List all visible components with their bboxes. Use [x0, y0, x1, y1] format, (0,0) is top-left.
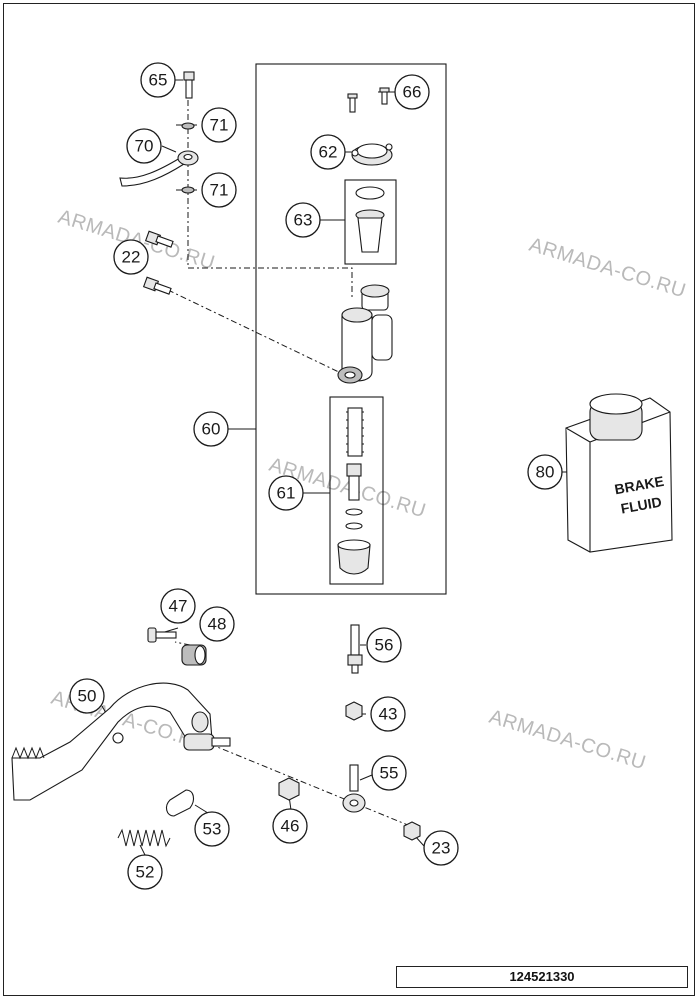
- callout-71-upper: 71: [201, 107, 237, 143]
- callouts: 65 66 71 70 71 62 63 22 60 61 80 47 48 5…: [69, 62, 563, 890]
- svg-text:52: 52: [136, 863, 155, 882]
- bushing-48: [181, 644, 207, 666]
- svg-text:50: 50: [78, 687, 97, 706]
- hose-70: [119, 150, 199, 187]
- watermark-5: ARMADA-CO.RU: [487, 706, 649, 775]
- callout-63: 63: [285, 202, 321, 238]
- callout-56: 56: [366, 627, 402, 663]
- screw-56: [347, 624, 363, 674]
- callout-55: 55: [371, 755, 407, 791]
- svg-text:55: 55: [380, 764, 399, 783]
- screws-66: [347, 87, 390, 113]
- svg-text:65: 65: [149, 71, 168, 90]
- callout-66: 66: [394, 74, 430, 110]
- part-63-box: [344, 179, 397, 265]
- callout-48: 48: [199, 606, 235, 642]
- callout-46: 46: [272, 808, 308, 844]
- svg-text:23: 23: [432, 839, 451, 858]
- banjo-fitting-55: [342, 764, 366, 813]
- callout-22: 22: [113, 239, 149, 275]
- svg-text:66: 66: [403, 83, 422, 102]
- svg-text:47: 47: [169, 597, 188, 616]
- brake-pedal-50: [11, 682, 213, 801]
- svg-text:80: 80: [536, 463, 555, 482]
- part-61-box: [329, 396, 384, 585]
- svg-text:22: 22: [122, 248, 141, 267]
- nut-46: [278, 777, 300, 801]
- master-cylinder-body: [337, 284, 393, 384]
- diagram-frame: [3, 3, 695, 996]
- callout-65: 65: [140, 62, 176, 98]
- svg-text:48: 48: [208, 615, 227, 634]
- svg-text:46: 46: [281, 817, 300, 836]
- spring-52: [117, 828, 171, 848]
- callout-62: 62: [310, 134, 346, 170]
- watermark-2: ARMADA-CO.RU: [527, 234, 689, 303]
- assembly-60-frame: [255, 63, 447, 595]
- piston-kit-61: [337, 407, 371, 575]
- diaphragm-63: [355, 186, 385, 253]
- svg-text:43: 43: [379, 705, 398, 724]
- callout-50: 50: [69, 678, 105, 714]
- callout-53: 53: [194, 811, 230, 847]
- nut-43: [345, 701, 363, 721]
- svg-text:71: 71: [210, 181, 229, 200]
- callout-43: 43: [370, 696, 406, 732]
- bolts-22: [142, 230, 174, 295]
- svg-text:60: 60: [202, 420, 221, 439]
- callout-70: 70: [126, 128, 162, 164]
- svg-text:61: 61: [277, 484, 296, 503]
- callout-52: 52: [127, 854, 163, 890]
- svg-text:70: 70: [135, 137, 154, 156]
- callout-60: 60: [193, 411, 229, 447]
- callout-47: 47: [160, 588, 196, 624]
- drawing-number: 124521330: [396, 966, 688, 988]
- push-rod: [183, 733, 231, 751]
- washer-71-lower: [181, 186, 195, 194]
- spring-bracket-53: [165, 789, 195, 817]
- callout-61: 61: [268, 475, 304, 511]
- washer-71-upper: [181, 122, 195, 130]
- callout-80: 80: [527, 454, 563, 490]
- bottle-label-line2: FLUID: [619, 494, 662, 517]
- cap-62: [351, 143, 393, 166]
- callout-71-lower: 71: [201, 172, 237, 208]
- svg-text:71: 71: [210, 116, 229, 135]
- bolt-65: [183, 71, 195, 99]
- callout-23: 23: [423, 830, 459, 866]
- nut-23: [403, 821, 421, 841]
- svg-text:53: 53: [203, 820, 222, 839]
- svg-text:63: 63: [294, 211, 313, 230]
- bolt-47: [147, 627, 177, 643]
- svg-text:62: 62: [319, 143, 338, 162]
- brake-fluid-bottle-80: BRAKE FLUID: [565, 393, 673, 553]
- svg-text:56: 56: [375, 636, 394, 655]
